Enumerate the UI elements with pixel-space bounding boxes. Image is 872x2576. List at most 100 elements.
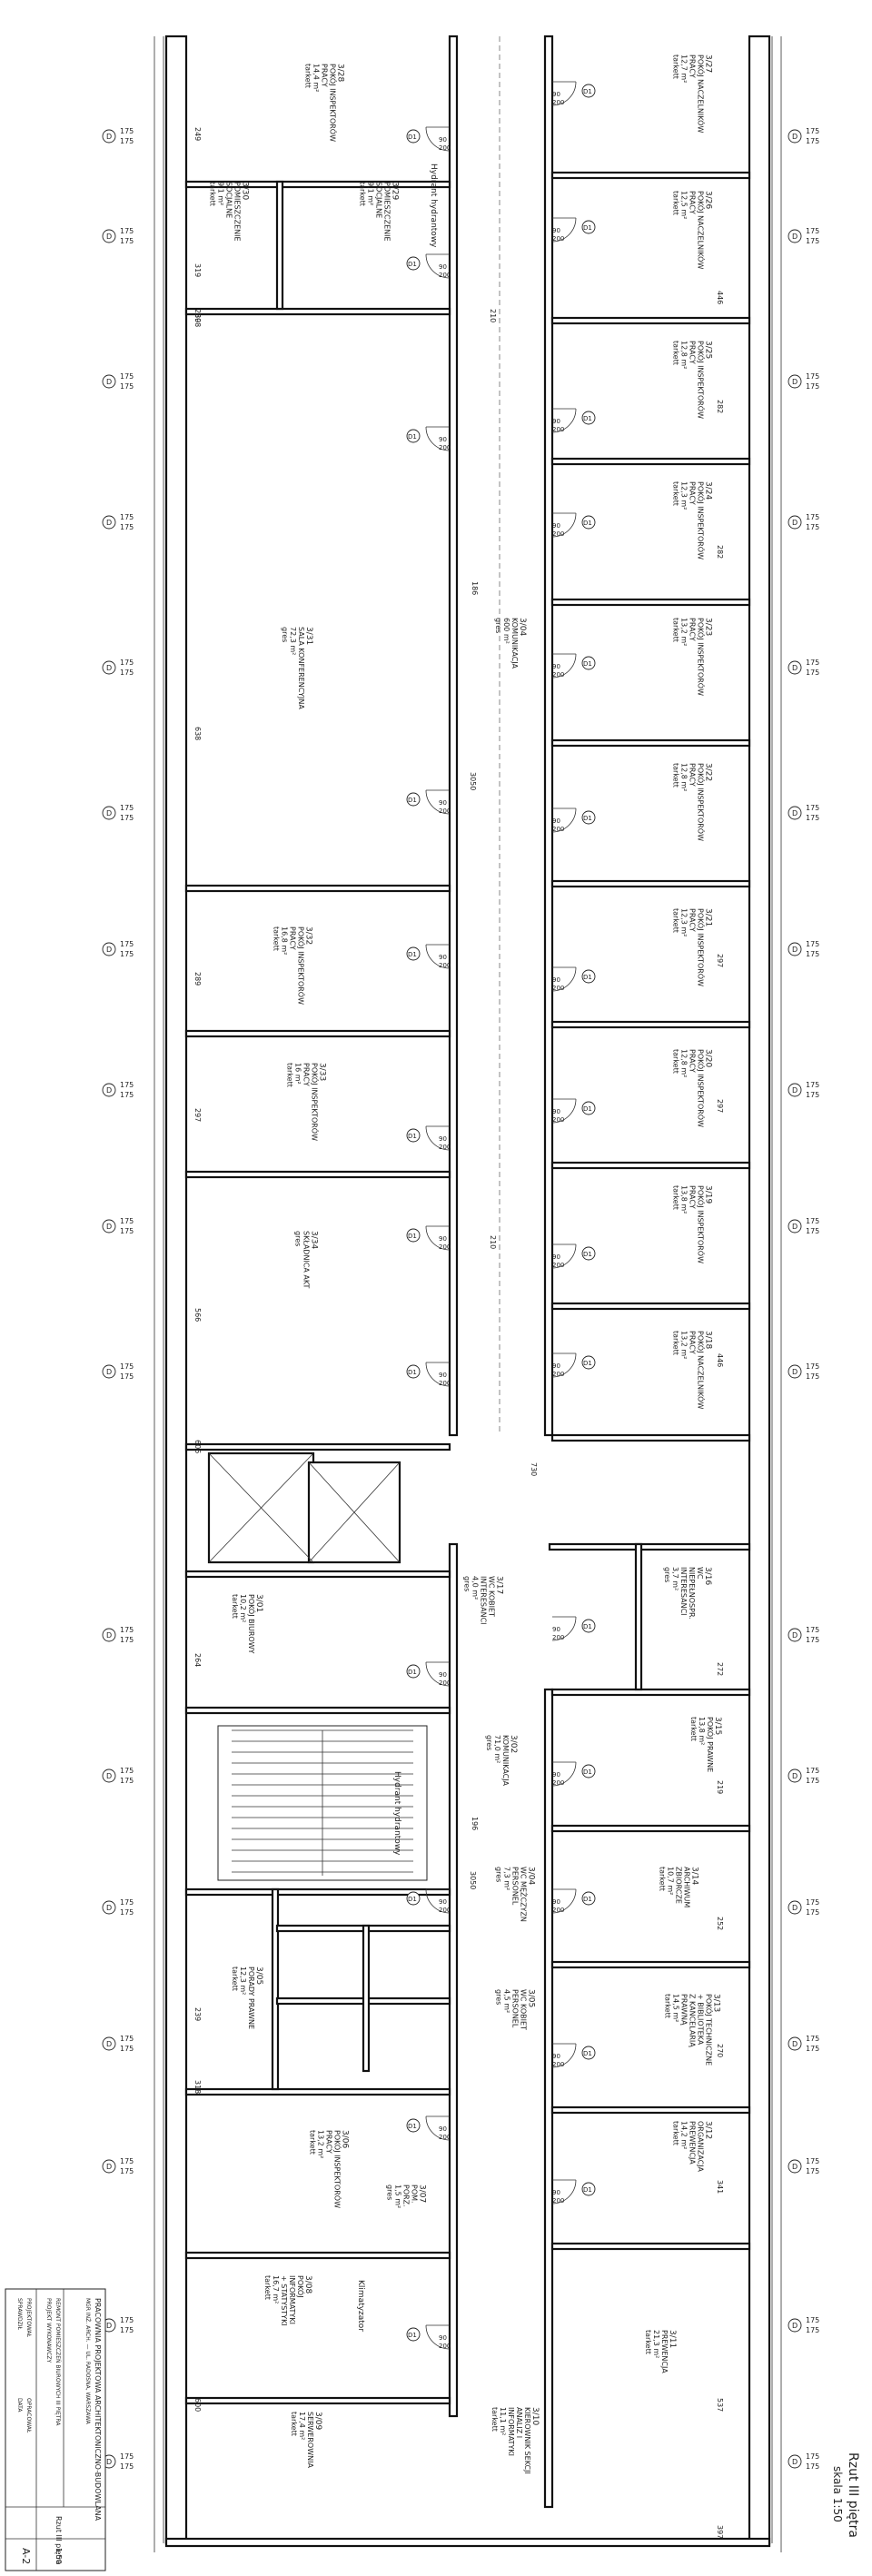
room-number: 3/33 <box>318 1063 327 1081</box>
door-swing <box>425 426 451 451</box>
axis-dim-upper: 175 <box>120 2035 134 2043</box>
axis-bubble <box>788 2454 802 2469</box>
door-swing <box>551 217 577 243</box>
axis-dim-upper: 175 <box>806 2452 819 2461</box>
room-text: tarkett <box>672 1185 680 1210</box>
axis-letter: D <box>106 2458 112 2466</box>
axis-bubble <box>788 806 802 820</box>
room-text: PRACY <box>689 908 697 932</box>
dimension-left: 600 <box>193 2398 202 2412</box>
door-width: 90 <box>439 136 447 144</box>
door-code: D1 <box>583 1769 592 1776</box>
axis-dim-upper: 175 <box>806 1217 819 1225</box>
room-text: 16,8 m² <box>281 926 289 955</box>
axis-dim-lower: 175 <box>120 1372 134 1381</box>
dimension-right: 252 <box>716 1917 724 1930</box>
dimension-left: 566 <box>193 1308 202 1322</box>
room-text: POKÓJ BIUROWY <box>247 1594 257 1654</box>
dimension-left: 239 <box>193 2007 202 2021</box>
tb-phase: PROJEKT WYKONAWCZY <box>45 2298 52 2363</box>
partitions-left <box>184 180 451 2405</box>
axis-dim-lower: 175 <box>120 137 134 145</box>
room-text: NIEPEŁNOSPR. <box>688 1567 696 1620</box>
room-text: INFORMATYKI <box>288 2275 296 2324</box>
door-swing <box>425 2324 451 2350</box>
room-number: 3/21 <box>704 908 713 926</box>
dimension-right: 446 <box>716 1353 724 1367</box>
room-text: POMIESZCZENIE <box>383 182 391 242</box>
room-text: PRACY <box>689 191 697 214</box>
door-code: D1 <box>583 224 592 232</box>
tb-company: PRACOWNIA PROJEKTOWA ARCHITEKTONICZNO-BU… <box>94 2298 102 2522</box>
dimension-right: 219 <box>716 1780 724 1794</box>
tb-row-3: OPRACOWAŁ <box>25 2398 32 2433</box>
room-text: PRACY <box>689 481 697 505</box>
door-width: 90 <box>552 522 560 530</box>
room-text: tarkett <box>290 2412 298 2436</box>
axis-letter: D <box>106 2040 112 2048</box>
dimension-right: 270 <box>716 2044 724 2057</box>
door-code: D1 <box>408 1896 417 1903</box>
room-number: 3/19 <box>704 1185 713 1204</box>
room-text: 4,0 m² <box>471 1576 480 1600</box>
axis-bubble <box>788 942 802 956</box>
door-swing <box>425 2115 451 2141</box>
door-width: 90 <box>552 976 560 984</box>
door-height: 200 <box>552 530 564 538</box>
door-height: 200 <box>439 2134 451 2141</box>
door-swing <box>425 1362 451 1387</box>
axis-dim-lower: 175 <box>806 669 819 677</box>
axis-dim-lower: 175 <box>120 1091 134 1099</box>
axis-dim-upper: 175 <box>120 659 134 667</box>
room-text: gres <box>281 627 289 642</box>
title-line1: Rzut III piętra <box>846 2452 860 2538</box>
axis-letter: D <box>792 2163 798 2171</box>
axis-letter: D <box>792 1631 798 1640</box>
room-text: tarkett <box>672 1049 680 1074</box>
room-number: 3/28 <box>336 64 345 82</box>
door-width: 90 <box>439 1671 447 1679</box>
room-text: 7,3 m² <box>503 1867 511 1890</box>
dimension-right: 282 <box>716 400 724 413</box>
room-number: 3/11 <box>668 2330 677 2348</box>
room-text: tarkett <box>272 926 281 951</box>
dimension-left: 319 <box>193 263 202 277</box>
axis-dim-lower: 175 <box>806 237 819 245</box>
room-text: 3,7 m² <box>671 1567 679 1590</box>
axis-dim-upper: 175 <box>120 1217 134 1225</box>
door-tag <box>406 792 421 807</box>
room-number: 3/02 <box>509 1735 518 1753</box>
room-number: 3/26 <box>704 191 713 209</box>
door-code: D1 <box>583 815 592 822</box>
door-code: D1 <box>583 2050 592 2057</box>
tb-address: MGR INŻ. ARCH. — UL. RADOSNA, WARSZAWA <box>84 2298 91 2425</box>
door-width: 90 <box>552 663 560 670</box>
axis-dim-upper: 175 <box>806 1362 819 1371</box>
axis-dim-lower: 175 <box>120 2326 134 2334</box>
axis-bubble <box>102 374 116 389</box>
room-text: ANALIZ I <box>515 2407 523 2438</box>
door-code: D1 <box>583 88 592 95</box>
room-text: tarkett <box>231 1967 239 1991</box>
room-text: tarkett <box>664 1994 672 2018</box>
axis-letter: D <box>106 2322 112 2330</box>
axis-bubble <box>102 660 116 675</box>
door-code: D1 <box>583 974 592 981</box>
tb-sheet-no: A-2 <box>20 2548 32 2564</box>
door-height: 200 <box>552 671 564 679</box>
door-height: 200 <box>552 985 564 992</box>
